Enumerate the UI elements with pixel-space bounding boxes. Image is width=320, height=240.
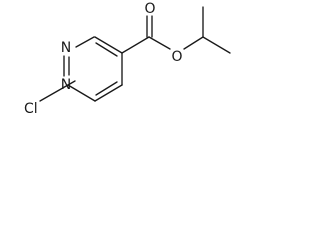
bond-n1-c3 [75,36,95,48]
bond-ring-carbonyl [121,36,150,54]
atom-o1-label: O [144,1,155,17]
bond-c5-c6-inner [95,81,118,96]
atom-n1-label: N [61,40,71,56]
bond-c6-c7 [67,84,96,102]
molecule-svg: N N O O Cl [24,1,231,117]
bond-c-cl [39,84,69,102]
bond-c7-n2 [67,80,76,86]
bond-ch-methyl-right [202,36,231,54]
bond-c5-c6 [94,84,123,102]
atom-o2-label: O [171,49,182,65]
bond-o-ch [183,36,204,50]
atom-n2-label: N [61,77,71,93]
atom-cl-label: Cl [24,101,38,117]
bond-c3-c4 [94,36,123,54]
bond-c3-c4-inner [95,42,118,57]
bond-c-o-single [148,36,171,50]
structure-diagram: N N O O Cl [0,0,260,138]
